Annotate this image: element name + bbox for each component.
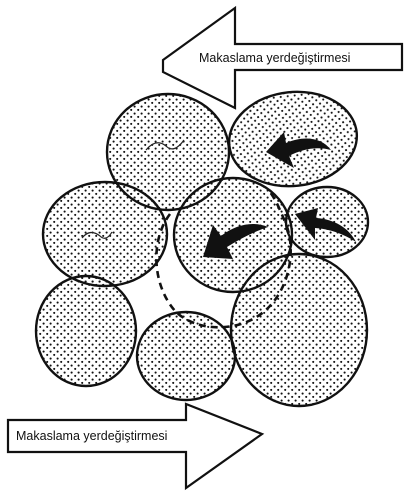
grain-top-right [224, 86, 361, 193]
top-arrow-label: Makaslama yerdeğiştirmesi [199, 51, 350, 65]
grain-bottom-left [36, 276, 136, 386]
grains [36, 86, 368, 406]
grain-bottom-center [137, 312, 235, 400]
grain-mid-left [43, 182, 167, 286]
bottom-arrow-label: Makaslama yerdeğiştirmesi [16, 429, 167, 443]
bottom-arrow-shape [8, 404, 262, 488]
bottom-shear-arrow: Makaslama yerdeğiştirmesi [8, 404, 262, 488]
grain-bottom-right [231, 254, 367, 406]
